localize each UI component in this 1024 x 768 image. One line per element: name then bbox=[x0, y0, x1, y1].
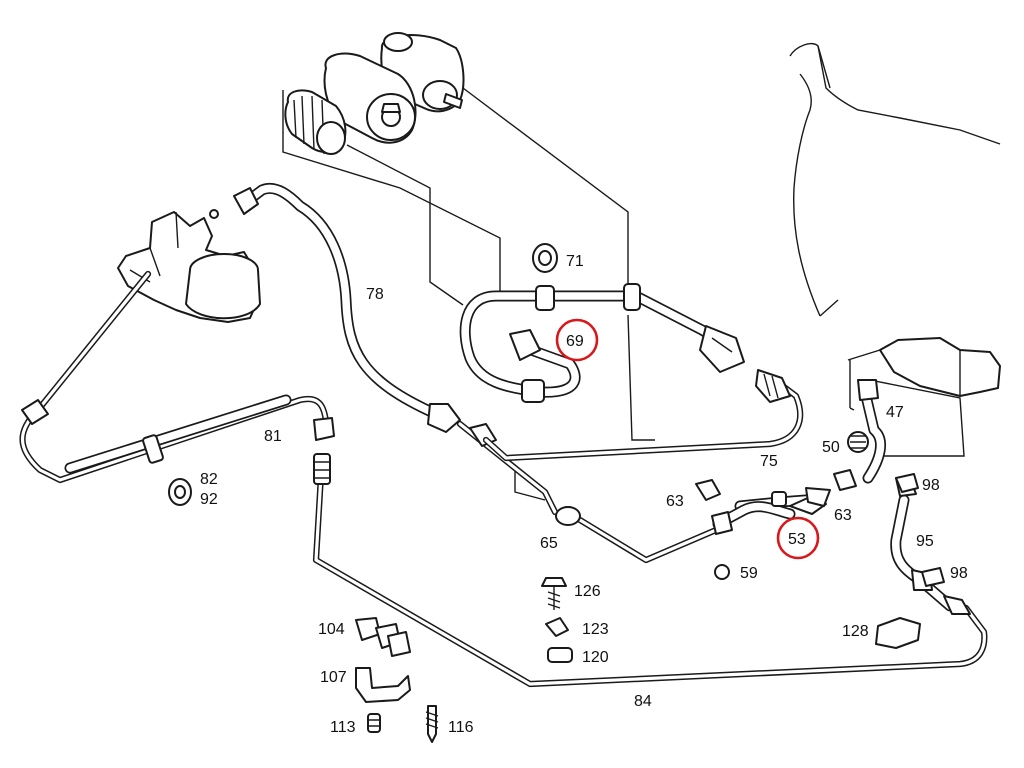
label-63-right[interactable]: 63 bbox=[834, 507, 852, 524]
fuel-pump bbox=[117, 209, 261, 323]
label-95[interactable]: 95 bbox=[916, 533, 934, 550]
label-59[interactable]: 59 bbox=[740, 565, 758, 582]
label-53[interactable]: 53 bbox=[788, 531, 806, 548]
label-65[interactable]: 65 bbox=[540, 535, 558, 552]
part-labels: 71 69 78 81 82 92 47 50 75 63 63 98 65 5… bbox=[200, 253, 968, 736]
label-63-left[interactable]: 63 bbox=[666, 493, 684, 510]
label-116[interactable]: 116 bbox=[448, 719, 474, 736]
highlight-rings bbox=[555, 318, 820, 560]
pipe-81 bbox=[19, 270, 335, 484]
filter-assembly bbox=[284, 32, 465, 155]
pipe-84 bbox=[312, 453, 988, 688]
hose-78 bbox=[233, 183, 559, 516]
label-47[interactable]: 47 bbox=[886, 404, 904, 421]
reservoir bbox=[847, 337, 1001, 457]
loop-hose bbox=[459, 283, 745, 403]
label-104[interactable]: 104 bbox=[318, 621, 345, 638]
label-71[interactable]: 71 bbox=[566, 253, 584, 270]
label-92[interactable]: 92 bbox=[200, 491, 218, 508]
label-50[interactable]: 50 bbox=[822, 439, 840, 456]
gearbox-housing bbox=[789, 42, 1001, 317]
label-107[interactable]: 107 bbox=[320, 669, 347, 686]
highlight-ring-53 bbox=[776, 516, 820, 560]
label-128[interactable]: 128 bbox=[842, 623, 869, 640]
label-84[interactable]: 84 bbox=[634, 693, 652, 710]
label-75[interactable]: 75 bbox=[760, 453, 778, 470]
label-82[interactable]: 82 bbox=[200, 471, 218, 488]
highlight-ring-69 bbox=[555, 318, 599, 362]
label-113[interactable]: 113 bbox=[330, 719, 356, 736]
small-parts bbox=[168, 243, 945, 743]
label-123[interactable]: 123 bbox=[582, 621, 609, 638]
label-98-top[interactable]: 98 bbox=[922, 477, 940, 494]
pipe-75 bbox=[482, 369, 804, 462]
label-98-bottom[interactable]: 98 bbox=[950, 565, 968, 582]
label-81[interactable]: 81 bbox=[264, 428, 282, 445]
label-126[interactable]: 126 bbox=[574, 583, 601, 600]
label-78[interactable]: 78 bbox=[366, 286, 384, 303]
leader-lines bbox=[282, 87, 655, 501]
pipe-53 bbox=[576, 487, 831, 564]
label-120[interactable]: 120 bbox=[582, 649, 609, 666]
label-69[interactable]: 69 bbox=[566, 333, 584, 350]
